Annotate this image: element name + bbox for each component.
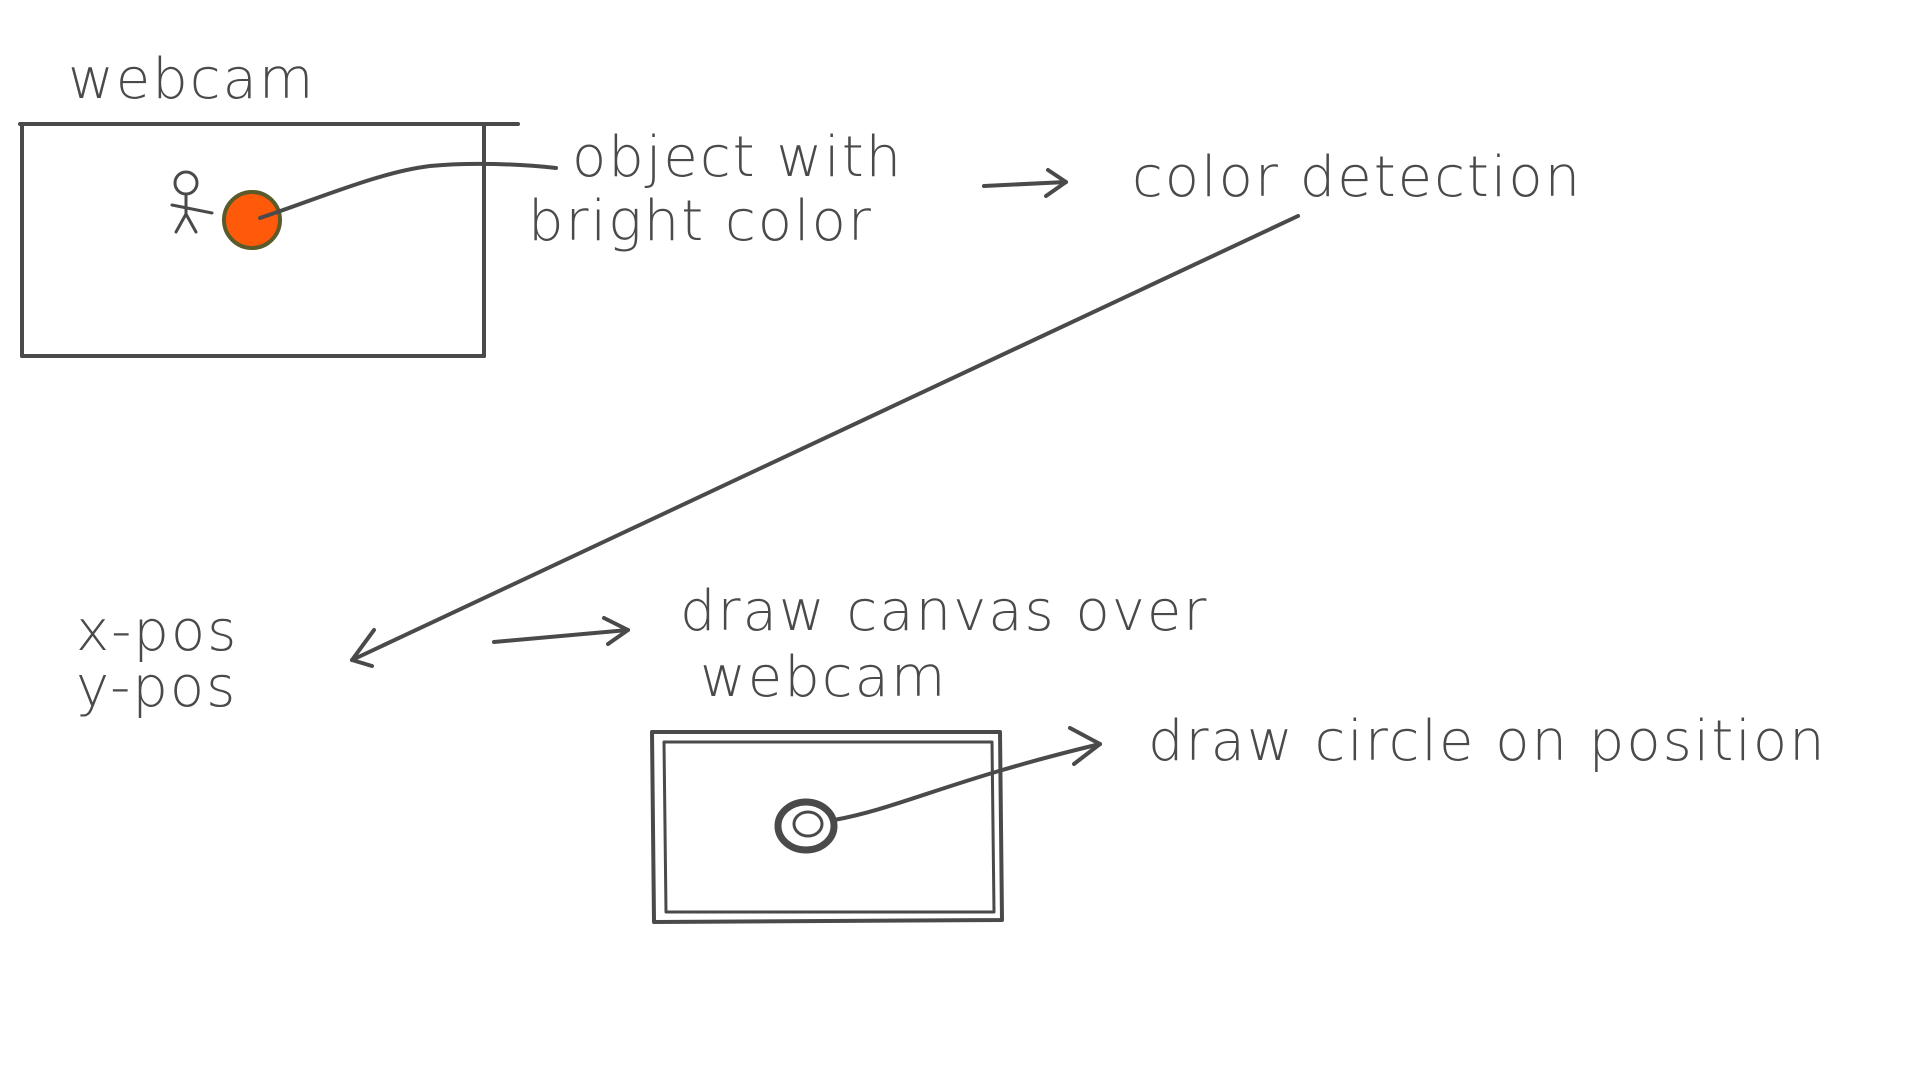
object-label-line2: bright color	[528, 189, 873, 254]
color-detection-label: color detection	[1132, 145, 1582, 210]
arrow-right-icon	[832, 726, 1102, 822]
ypos-label: y-pos	[76, 655, 237, 720]
arrow-right-icon	[492, 616, 630, 646]
drawn-circle-icon	[774, 798, 838, 854]
diagonal-arrow-icon	[350, 214, 1300, 668]
xpos-label: x-pos	[76, 599, 238, 664]
object-leader-line	[258, 161, 558, 220]
draw-canvas-label-line2: webcam	[700, 645, 947, 710]
object-label-line1: object with	[572, 125, 903, 190]
webcam-label: webcam	[68, 47, 315, 112]
bright-object-icon	[222, 190, 282, 250]
draw-canvas-label-line1: draw canvas over	[680, 579, 1208, 644]
canvas-frame	[650, 730, 1004, 924]
person-icon	[170, 170, 214, 234]
arrow-right-icon	[982, 168, 1068, 198]
draw-circle-label: draw circle on position	[1148, 709, 1827, 774]
